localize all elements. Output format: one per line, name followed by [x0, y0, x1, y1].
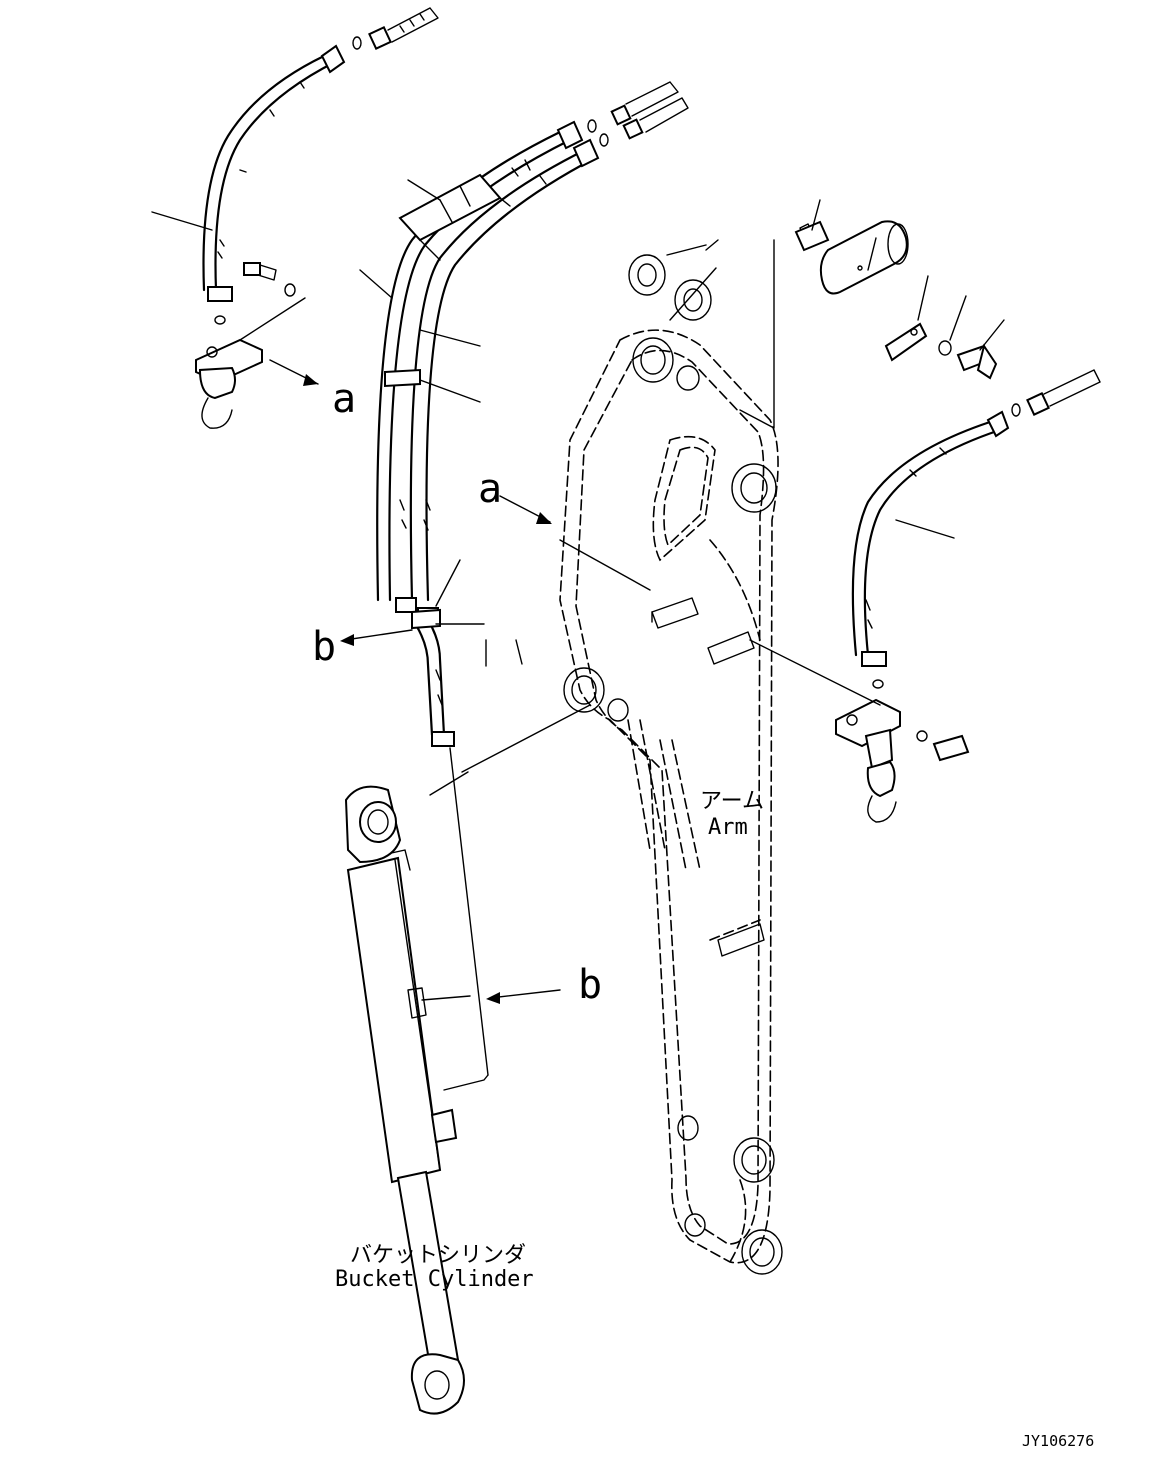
drawing-number: JY106276 — [1022, 1432, 1094, 1450]
arm-outline — [559, 329, 779, 1264]
hose-band-clamps — [384, 368, 441, 630]
leader-lines — [151, 179, 1005, 667]
cylinder-label-jp: バケットシリンダ — [350, 1243, 526, 1268]
left-hose — [202, 44, 346, 302]
pin-assembly — [628, 220, 998, 429]
callout-b-hose: b — [312, 624, 336, 670]
arm-label-jp: アーム — [700, 789, 764, 814]
callout-a-left: a — [332, 376, 356, 422]
left-quick-coupler — [195, 262, 306, 429]
callout-arrows — [269, 359, 651, 1004]
right-hose — [851, 369, 1101, 667]
cylinder-label-en: Bucket Cylinder — [335, 1267, 534, 1292]
arm-clamp-blocks — [651, 597, 765, 957]
bucket-cylinder — [344, 704, 591, 1415]
top-left-fitting — [352, 7, 439, 50]
arm-bosses — [563, 337, 783, 1275]
arm-label-en: Arm — [708, 815, 748, 840]
hose-protector-sleeve — [398, 173, 511, 261]
top-center-fittings — [587, 81, 689, 147]
callout-a-arm: a — [478, 466, 502, 512]
right-quick-coupler — [749, 639, 970, 823]
callout-b-cylinder: b — [578, 962, 602, 1008]
center-hose-pair — [376, 120, 600, 747]
